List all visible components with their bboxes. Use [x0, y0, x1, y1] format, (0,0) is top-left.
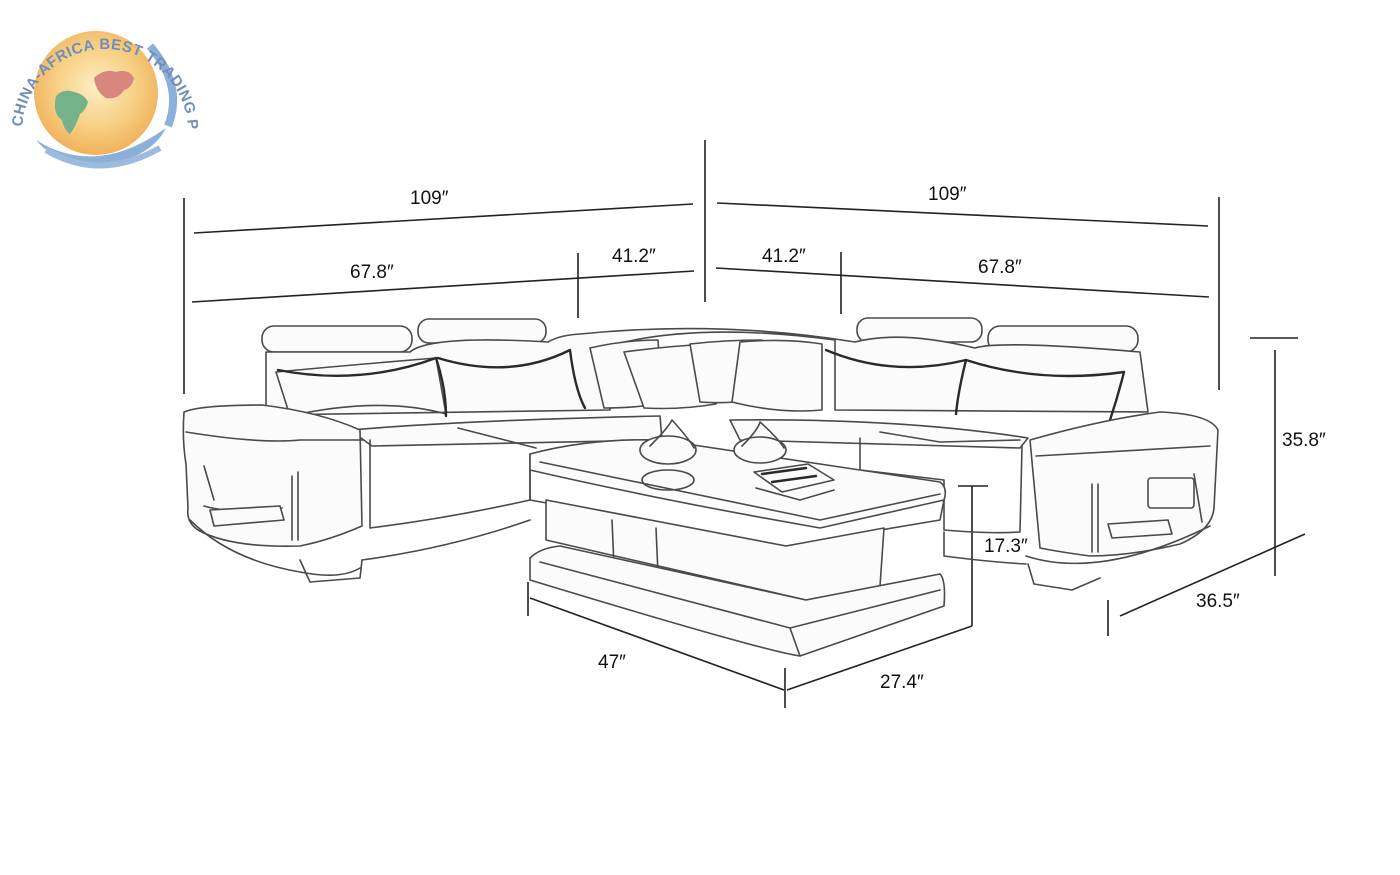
right-seat-width-label: 67.8″ [978, 257, 1022, 278]
table-length-label: 47″ [598, 652, 626, 673]
africa-map-icon [54, 90, 88, 134]
sofa-depth-label: 36.5″ [1196, 591, 1240, 612]
china-map-icon [94, 70, 134, 99]
left-total-width-label: 109″ [410, 188, 449, 209]
headrest-left-1 [261, 325, 413, 353]
left-arm-unit [182, 404, 363, 547]
sectional-sofa-sketch [182, 317, 1219, 591]
table-top [529, 438, 947, 529]
left-corner-width-label: 41.2″ [612, 246, 656, 267]
table-height-label: 17.3″ [984, 536, 1028, 557]
vase-left-icon [639, 419, 697, 491]
left-tray-icon [209, 505, 285, 527]
vase-right-icon [733, 421, 787, 464]
right-corner-width-label: 41.2″ [762, 246, 806, 267]
left-seat-width-label: 67.8″ [350, 262, 394, 283]
brand-logo: CHINA-AFRICA BEST TRADING PLATFORM [0, 0, 201, 169]
sofa-backrest [265, 327, 1149, 416]
right-total-width-label: 109″ [928, 184, 967, 205]
table-base [529, 545, 946, 657]
coffee-table-sketch [529, 419, 947, 657]
right-tray-icon [1107, 519, 1173, 539]
dimension-labels: 109″ 109″ 67.8″ 41.2″ 41.2″ 67.8″ 35.8″ … [350, 184, 1326, 693]
wave-ring-icon [36, 128, 166, 166]
pillow-4 [731, 339, 823, 412]
ring-arc-icon [146, 43, 178, 128]
table-width-label: 27.4″ [880, 672, 924, 693]
sofa-height-label: 35.8″ [1282, 430, 1326, 451]
right-tablet-icon [1147, 477, 1195, 509]
dimension-lines [183, 140, 1306, 708]
seat-top-left [349, 415, 663, 447]
